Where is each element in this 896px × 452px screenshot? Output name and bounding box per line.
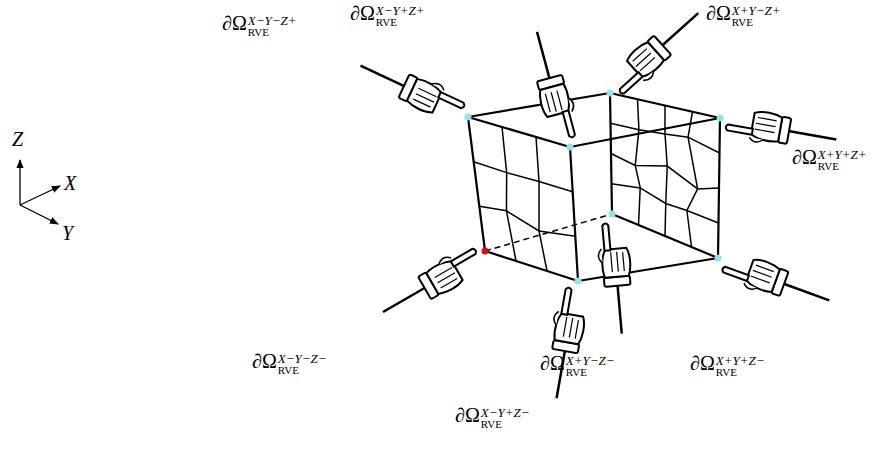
- mesh-line: [502, 127, 516, 261]
- mesh-line: [687, 112, 698, 247]
- pointing-hands: [354, 2, 839, 401]
- mesh-line: [479, 206, 575, 236]
- index-stack: X−Y+Z+RVE: [376, 4, 425, 29]
- mesh: [474, 99, 720, 271]
- axis-label: X: [64, 172, 76, 195]
- boundary-symbol: ∂Ω: [455, 404, 480, 426]
- boundary-label: ∂ΩX−Y+Z+RVE: [350, 2, 424, 29]
- mesh-line: [611, 154, 719, 189]
- boundary-label: ∂ΩX+Y−Z−RVE: [540, 352, 614, 379]
- index-stack: X−Y−Z+RVE: [248, 14, 297, 39]
- rve-subscript: RVE: [716, 367, 765, 379]
- rve-subscript: RVE: [566, 367, 615, 379]
- boundary-symbol: ∂Ω: [540, 352, 565, 374]
- mesh-line: [612, 184, 719, 223]
- mesh-line: [474, 162, 573, 192]
- boundary-label: ∂ΩX−Y+Z−RVE: [455, 404, 529, 431]
- index-stack: X+Y−Z+RVE: [732, 4, 781, 29]
- axis-label: Z: [12, 128, 23, 151]
- rve-subscript: RVE: [481, 419, 530, 431]
- corner-superscript: X−Y+Z−: [481, 406, 530, 420]
- rve-subscript: RVE: [248, 27, 297, 39]
- corner-superscript: X−Y−Z−: [278, 352, 327, 366]
- boundary-symbol: ∂Ω: [792, 146, 817, 168]
- rve-subscript: RVE: [376, 17, 425, 29]
- index-stack: X+Y+Z−RVE: [716, 354, 765, 379]
- corner-dots: [465, 90, 724, 285]
- corner-superscript: X+Y−Z−: [566, 354, 615, 368]
- mesh-line: [635, 99, 640, 225]
- index-stack: X+Y+Z+RVE: [818, 148, 867, 173]
- boundary-label: ∂ΩX−Y−Z+RVE: [222, 12, 296, 39]
- axes: [20, 160, 60, 224]
- boundary-symbol: ∂Ω: [690, 352, 715, 374]
- rve-subscript: RVE: [732, 17, 781, 29]
- index-stack: X+Y−Z−RVE: [566, 354, 615, 379]
- boundary-label: ∂ΩX+Y−Z+RVE: [706, 2, 780, 29]
- rve-subscript: RVE: [818, 161, 867, 173]
- boundary-symbol: ∂Ω: [350, 2, 375, 24]
- corner-superscript: X+Y+Z−: [716, 354, 765, 368]
- boundary-symbol: ∂Ω: [252, 350, 277, 372]
- boundary-label: ∂ΩX+Y+Z−RVE: [690, 352, 764, 379]
- boundary-symbol: ∂Ω: [222, 12, 247, 34]
- corner-superscript: X−Y−Z+: [248, 14, 297, 28]
- boundary-label: ∂ΩX+Y+Z+RVE: [792, 146, 866, 173]
- corner-superscript: X−Y+Z+: [376, 4, 425, 18]
- axis-label: Y: [62, 222, 73, 245]
- mesh-line: [536, 137, 547, 271]
- cube-edges: [468, 93, 720, 281]
- boundary-symbol: ∂Ω: [706, 2, 731, 24]
- mesh-line: [665, 106, 667, 237]
- rve-subscript: RVE: [278, 365, 327, 377]
- boundary-label: ∂ΩX−Y−Z−RVE: [252, 350, 326, 377]
- index-stack: X−Y+Z−RVE: [481, 406, 530, 431]
- corner-superscript: X+Y−Z+: [732, 4, 781, 18]
- index-stack: X−Y−Z−RVE: [278, 352, 327, 377]
- corner-superscript: X+Y+Z+: [818, 148, 867, 162]
